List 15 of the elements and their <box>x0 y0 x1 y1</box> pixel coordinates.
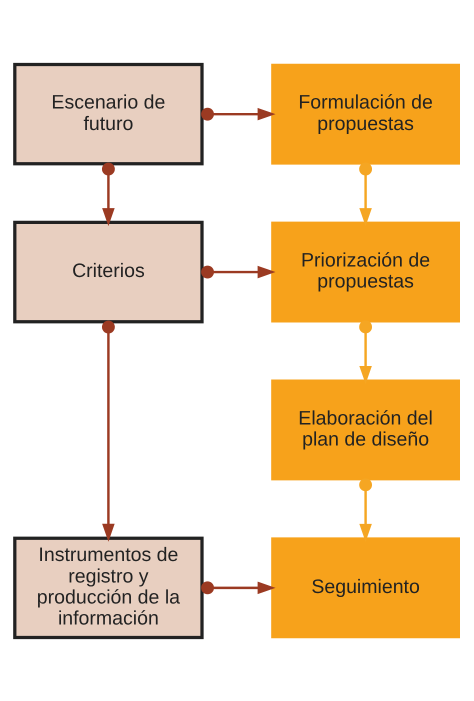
arrow <box>359 478 372 542</box>
arrow <box>201 107 276 120</box>
node-box: Seguimiento <box>271 536 460 638</box>
node-box: Instrumentos de registro y producción de la información <box>13 536 204 639</box>
arrow <box>201 580 276 594</box>
arrow <box>102 320 115 542</box>
arrow <box>359 162 372 226</box>
node-box: Escenario de futuro <box>13 62 204 165</box>
node-box: Criterios <box>13 220 204 323</box>
node-box: Formulación de propuestas <box>271 63 460 164</box>
arrow <box>102 162 115 226</box>
arrow <box>359 320 372 384</box>
arrow <box>201 265 276 278</box>
node-box: Priorización de propuestas <box>271 221 460 322</box>
node-box: Elaboración del plan de diseño <box>271 378 460 480</box>
